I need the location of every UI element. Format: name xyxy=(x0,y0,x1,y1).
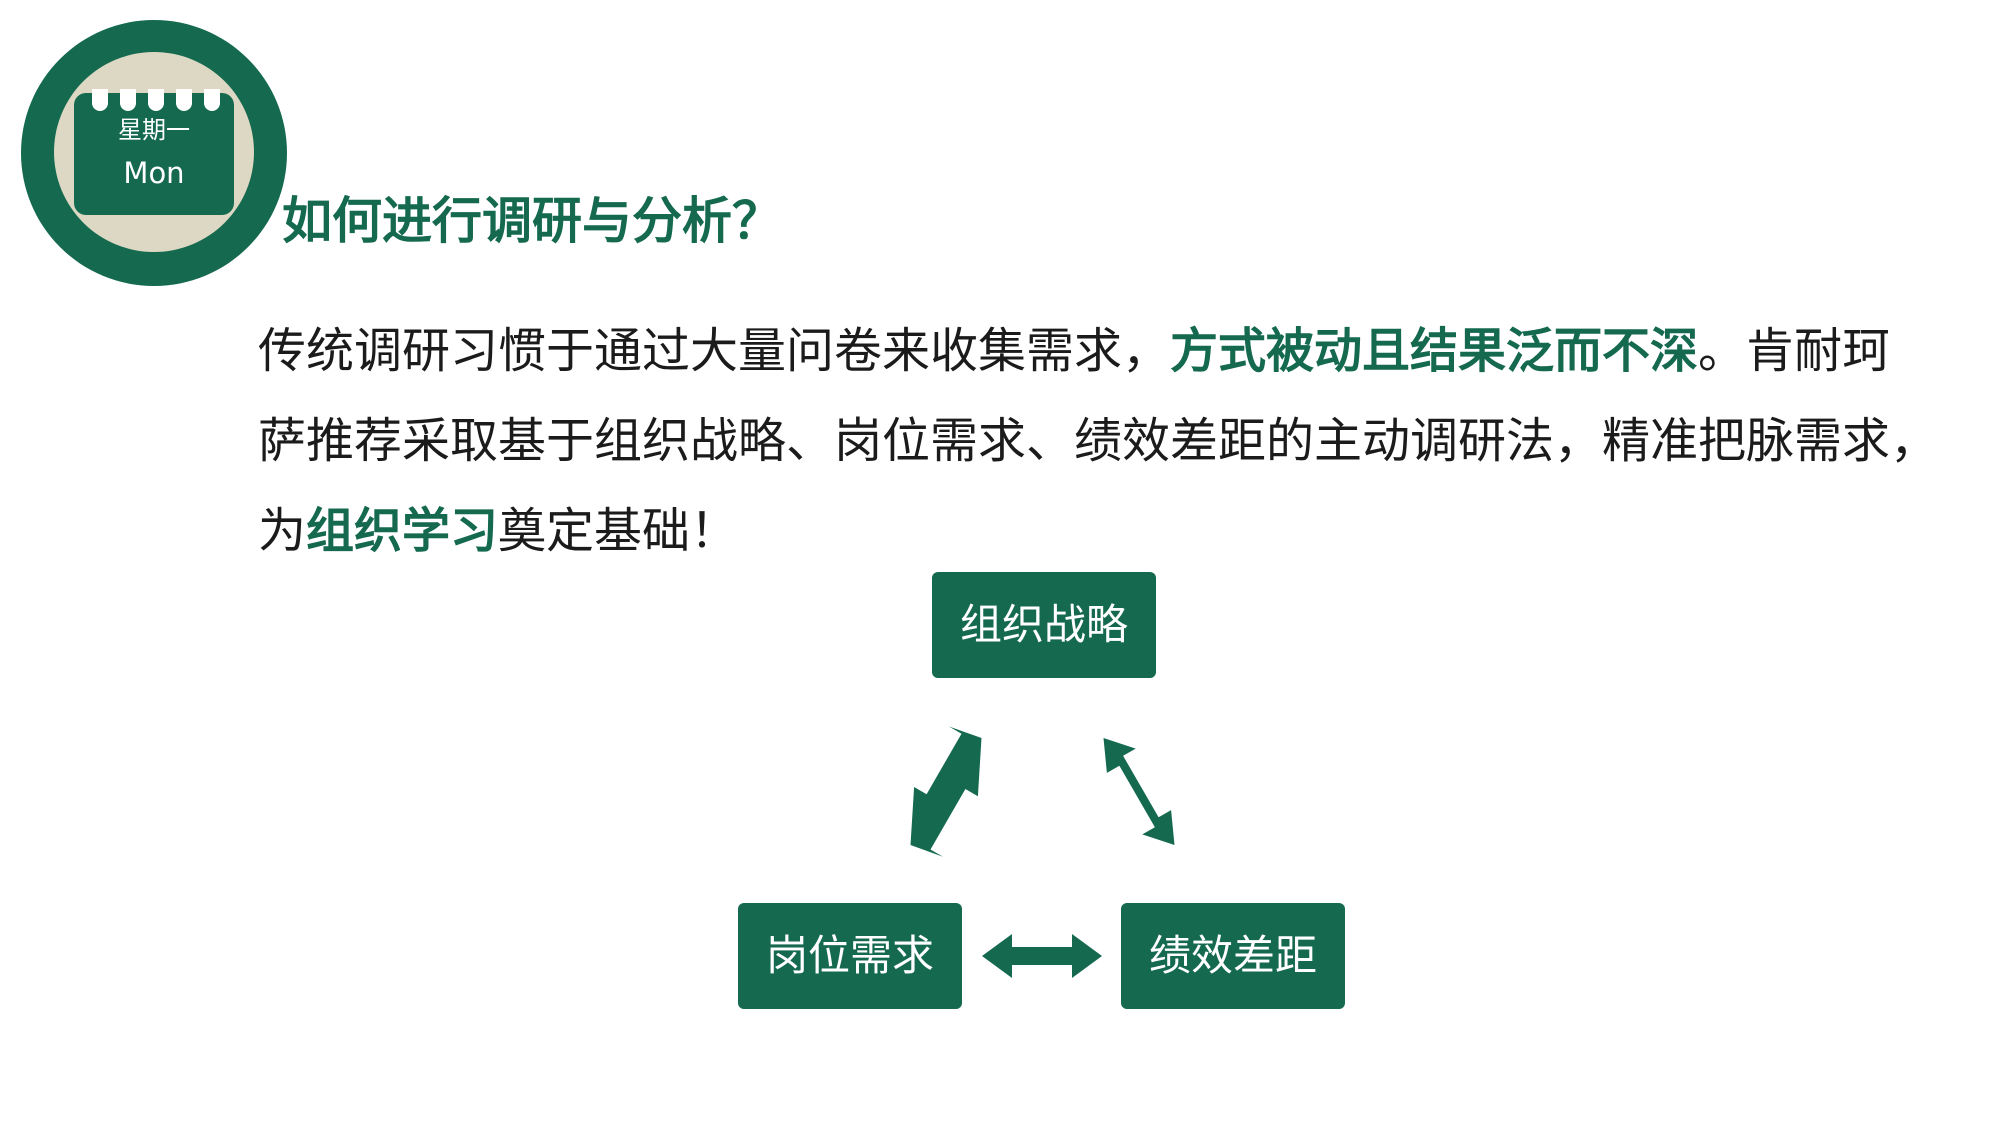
double-arrow-icon xyxy=(910,726,982,857)
calendar-ring-icon xyxy=(120,89,136,111)
calendar-ring-icon xyxy=(148,89,164,111)
calendar-day-en: Mon xyxy=(123,156,185,190)
node-org-strategy: 组织战略 xyxy=(932,572,1156,678)
node-job-demand: 岗位需求 xyxy=(738,903,962,1009)
calendar-icon xyxy=(74,93,234,215)
paragraph-highlight: 组织学习 xyxy=(306,503,499,559)
body-paragraph: 传统调研习惯于通过大量问卷来收集需求，方式被动且结果泛而不深。肯耐珂萨推荐采取基… xyxy=(258,306,1938,576)
calendar-ring-icon xyxy=(176,89,192,111)
calendar-day-cn: 星期一 xyxy=(118,116,190,144)
paragraph-text: 传统调研习惯于通过大量问卷来收集需求， xyxy=(258,323,1171,379)
calendar-ring-icon xyxy=(204,89,220,111)
page-title: 如何进行调研与分析？ xyxy=(282,192,782,250)
paragraph-highlight: 方式被动且结果泛而不深 xyxy=(1170,323,1699,379)
paragraph-text: 奠定基础！ xyxy=(498,503,739,559)
double-arrow-icon xyxy=(1103,738,1175,845)
calendar-ring-icon xyxy=(92,89,108,111)
paragraph-text: 。肯耐珂萨推荐采取基于组织战略、岗位需求、绩效差距的主动调研法，精准把脉需求，为 xyxy=(258,323,1939,559)
double-arrow-icon xyxy=(982,934,1102,978)
node-performance-gap: 绩效差距 xyxy=(1121,903,1345,1009)
